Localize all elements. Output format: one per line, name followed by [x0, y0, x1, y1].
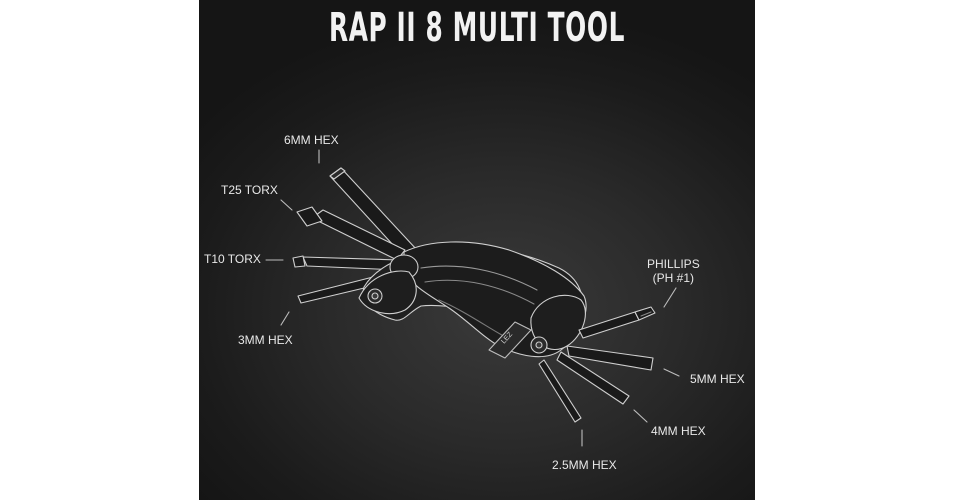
- multi-tool-illustration: LEZ: [265, 149, 680, 447]
- label-3mm-hex: 3MM HEX: [238, 333, 293, 347]
- label-phillips-line1: PHILLIPS: [647, 257, 700, 271]
- label-phillips-line2: (PH #1): [652, 271, 695, 285]
- brand-logo-plate: [488, 321, 532, 359]
- label-6mm-hex: 6MM HEX: [284, 133, 339, 147]
- torx-t25-bit: [296, 206, 406, 261]
- hex-4mm-key: [556, 351, 630, 405]
- phillips-ph1-bit: [578, 306, 656, 339]
- hex-5mm-key: [566, 345, 654, 371]
- page-title: RAP II 8 MULTI TOOL: [328, 5, 626, 51]
- leader-3mm-hex: [280, 311, 290, 326]
- leader-4mm-hex: [633, 409, 648, 423]
- leader-t25-torx: [280, 199, 293, 211]
- label-phillips: PHILLIPS (PH #1): [647, 257, 700, 285]
- product-panel: RAP II 8 MULTI TOOL: [199, 0, 755, 500]
- hex-2-5mm-key: [538, 359, 582, 423]
- leader-phillips: [663, 287, 677, 308]
- leader-5mm-hex: [663, 368, 680, 377]
- label-5mm-hex: 5MM HEX: [690, 372, 745, 386]
- label-2-5mm-hex: 2.5MM HEX: [552, 458, 617, 472]
- left-pivot: [358, 254, 419, 315]
- right-pivot: [530, 294, 586, 354]
- label-t25-torx: T25 TORX: [221, 183, 278, 197]
- label-t10-torx: T10 TORX: [204, 252, 261, 266]
- label-4mm-hex: 4MM HEX: [651, 424, 706, 438]
